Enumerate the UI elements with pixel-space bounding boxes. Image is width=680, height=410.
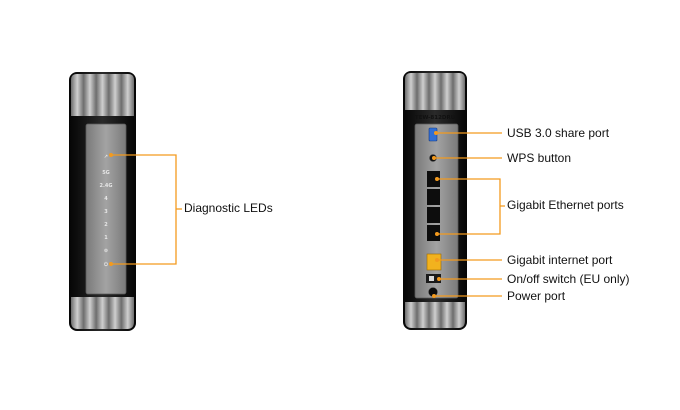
callout-dot (109, 262, 113, 266)
callout-dot (435, 258, 439, 262)
back-bottom-grille (405, 302, 465, 328)
callout-dot (434, 131, 438, 135)
led-label: 4 (104, 196, 108, 202)
internet-port (426, 253, 442, 271)
back-top-grille (405, 73, 465, 110)
wps-button-label: WPS button (507, 151, 572, 165)
diagnostic-leds-label: Diagnostic LEDs (184, 201, 273, 215)
power-port-label: Power port (507, 289, 566, 303)
router-front-view: ↗ 5G 2.4G 4 3 2 1 ⊚ ⏻ (69, 72, 182, 331)
callout-dot (435, 232, 439, 236)
ethernet-port (427, 189, 440, 205)
usb-port-label: USB 3.0 share port (507, 126, 610, 140)
led-label: ⏻ (104, 262, 108, 268)
internet-port-label: Gigabit internet port (507, 253, 613, 267)
led-label: 3 (104, 209, 108, 215)
ethernet-port (427, 171, 440, 187)
callout-dot (432, 294, 436, 298)
led-label: 2.4G (100, 183, 113, 189)
callout-dot (437, 277, 441, 281)
router-back-view: TEW-812DRU (403, 71, 505, 330)
ethernet-port (427, 225, 440, 241)
callout-dot (109, 153, 113, 157)
front-top-grille (71, 74, 134, 116)
led-label: ⊚ (104, 248, 108, 254)
front-led-panel (85, 123, 127, 295)
callout-dot (432, 156, 436, 160)
power-switch-toggle (429, 276, 434, 281)
led-label: 5G (102, 170, 110, 176)
model-label: TEW-812DRU (415, 115, 455, 121)
ethernet-ports-label: Gigabit Ethernet ports (507, 198, 624, 212)
diagnostic-leds-callout-line (111, 154, 182, 265)
led-label: 2 (104, 222, 108, 228)
front-bottom-grille (71, 297, 134, 329)
ethernet-callout-line (437, 178, 505, 235)
led-labels: ↗ 5G 2.4G 4 3 2 1 ⊚ ⏻ (100, 154, 113, 268)
ethernet-port (427, 207, 440, 223)
led-label: ↗ (104, 154, 108, 160)
power-switch-label: On/off switch (EU only) (507, 272, 630, 286)
ethernet-ports (427, 171, 440, 241)
callout-dot (435, 177, 439, 181)
led-label: 1 (104, 235, 108, 241)
